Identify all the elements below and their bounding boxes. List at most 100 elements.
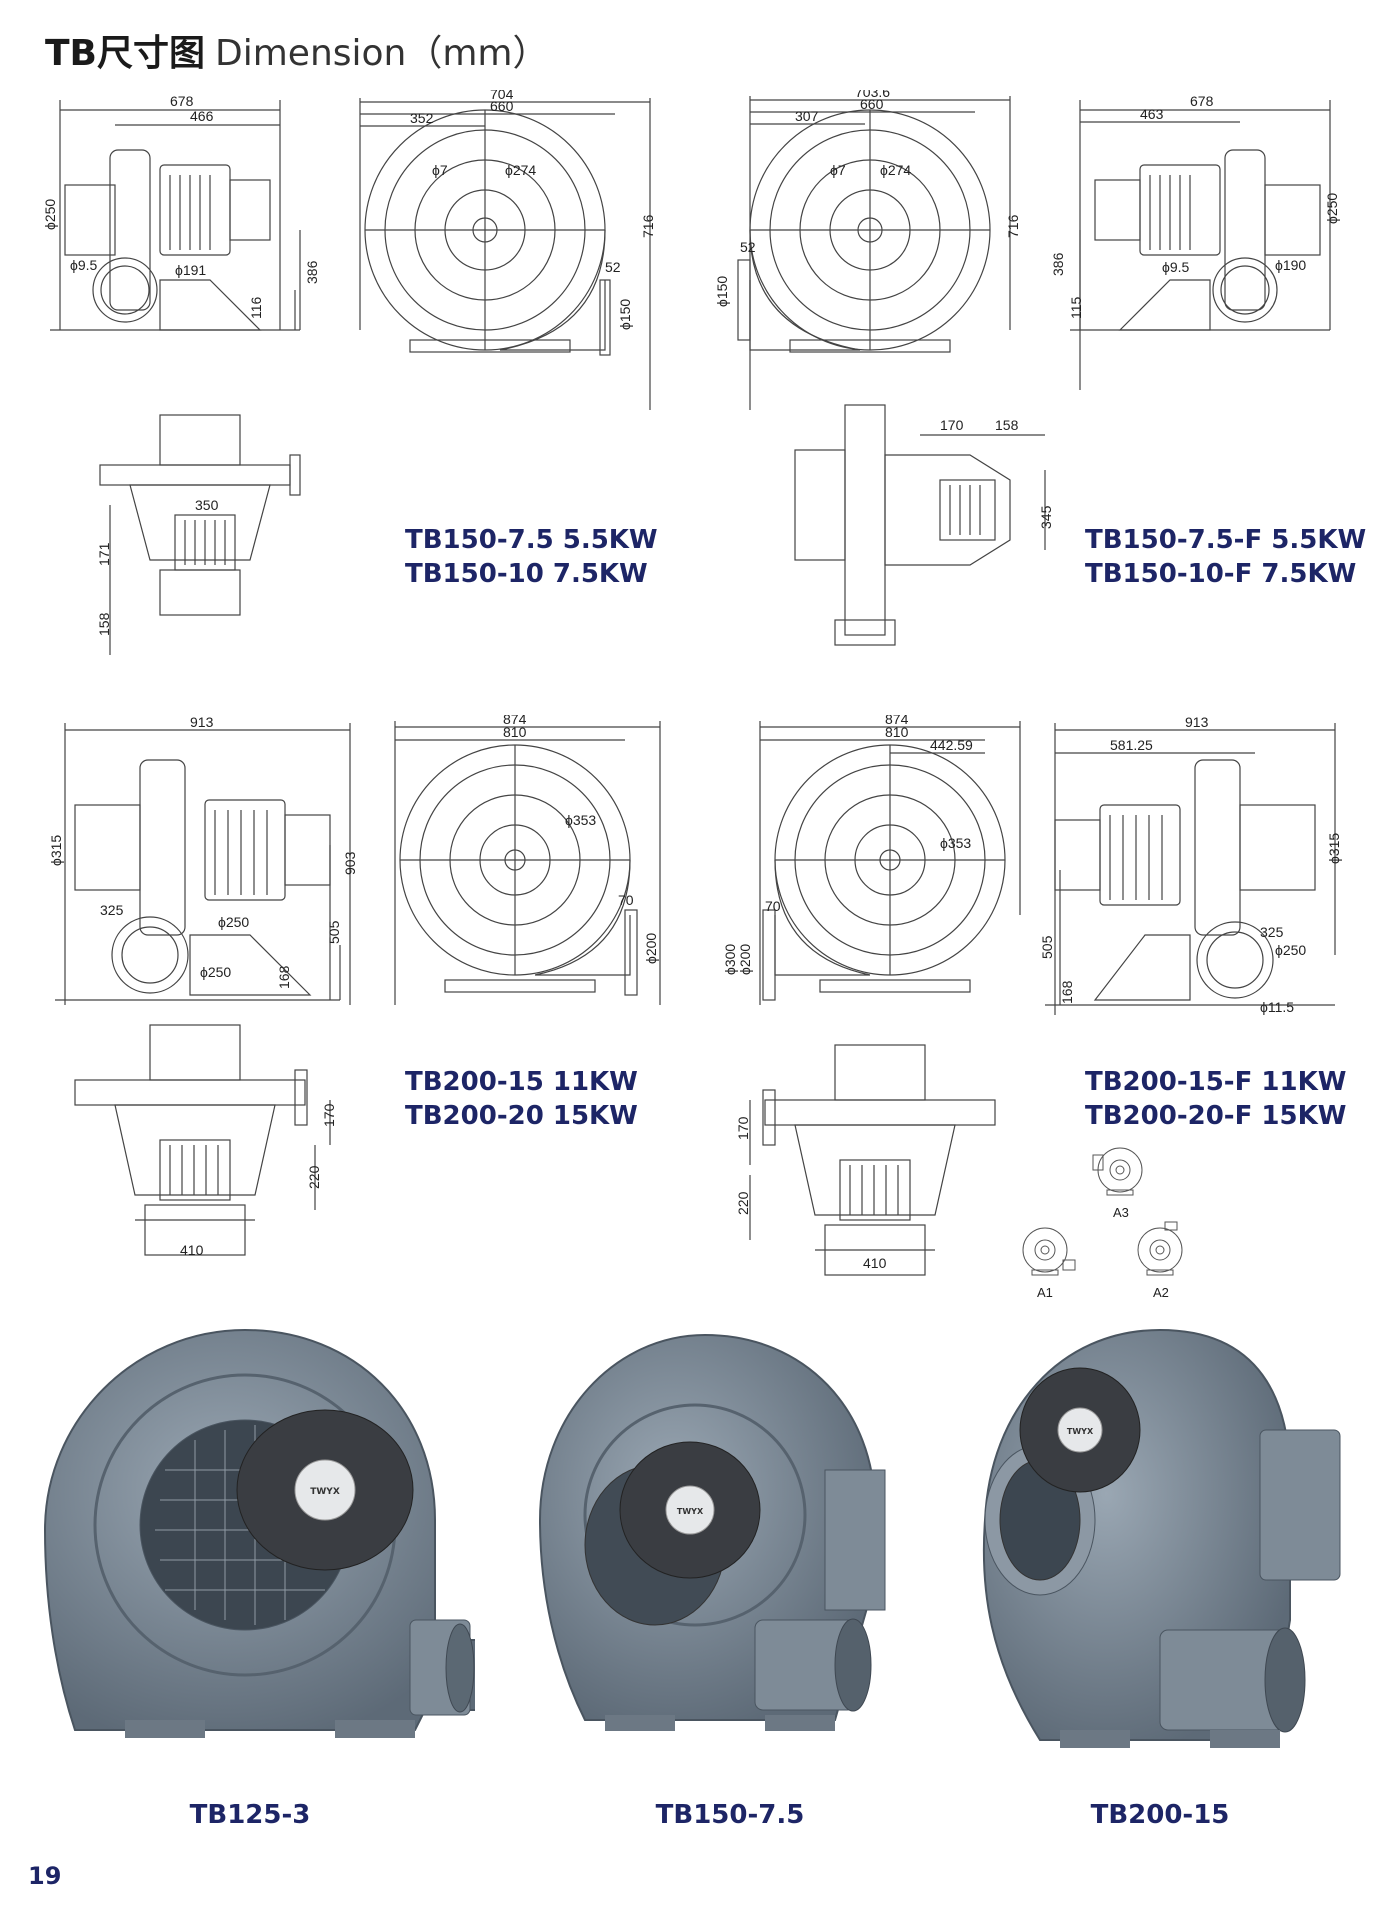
orientation-label-a2: A2 (1153, 1285, 1169, 1300)
dim-70b: 70 (765, 898, 781, 914)
drawing-tb150-top: 350 171 158 (90, 410, 330, 670)
page-number: 19 (28, 1862, 62, 1890)
drawing-tb200-side: 913 ϕ315 325 ϕ250 ϕ250 903 505 168 (40, 715, 370, 1015)
dim-phi250: ϕ250 (42, 199, 58, 230)
model-line-1: TB150-7.5 5.5KW (405, 525, 658, 555)
model-label-tb150: TB150-7.5 5.5KW TB150-10 7.5KW (405, 523, 658, 591)
dim-70: 70 (618, 892, 634, 908)
dim-505: 505 (326, 920, 342, 944)
dim-505b: 505 (1039, 935, 1055, 959)
dim-phi150: ϕ150 (617, 299, 633, 330)
dim-116: 116 (248, 296, 264, 319)
dim-52: 52 (605, 259, 621, 275)
dim-466: 466 (190, 108, 214, 124)
drawing-tb200-front: 874 810 ϕ353 70 ϕ200 (385, 715, 675, 1015)
dim-913b: 913 (1185, 715, 1209, 730)
product-photo-tb200-15: TWYX (970, 1320, 1350, 1770)
drawing-tb200f-top: 170 220 410 (735, 1040, 1015, 1310)
dim-442-59: 442.59 (930, 737, 973, 753)
dim-phi274b: ϕ274 (880, 162, 911, 178)
dim-phi150b: ϕ150 (714, 276, 730, 307)
dim-52b: 52 (740, 239, 756, 255)
dim-874b: 874 (885, 715, 909, 727)
drawing-tb150f-top: 170 158 345 (790, 400, 1060, 660)
model-line-1: TB150-7.5-F 5.5KW (1085, 525, 1367, 555)
model-line-2: TB200-20 15KW (405, 1101, 638, 1131)
dim-810: 810 (503, 724, 527, 740)
dim-325: 325 (100, 902, 124, 918)
dim-581-25: 581.25 (1110, 737, 1153, 753)
dim-716b: 716 (1005, 214, 1021, 238)
dim-220b: 220 (735, 1191, 751, 1215)
model-line-2: TB150-10-F 7.5KW (1085, 559, 1357, 589)
drawing-tb200f-side: 913 581.25 ϕ315 325 ϕ250 ϕ11.5 505 168 (1035, 715, 1350, 1015)
dim-168: 168 (276, 965, 292, 989)
product-caption-tb200-15: TB200-15 (1090, 1800, 1230, 1830)
dim-660b: 660 (860, 96, 884, 112)
product-photo-tb150-7-5: TWYX (535, 1320, 905, 1760)
dim-phi11-5: ϕ11.5 (1260, 999, 1294, 1015)
dim-phi250d: ϕ250 (200, 964, 231, 980)
dim-345: 345 (1038, 505, 1054, 529)
orientation-a2: A2 (1137, 1221, 1183, 1300)
dim-716: 716 (640, 214, 656, 238)
dim-171: 171 (96, 542, 112, 566)
dim-678: 678 (170, 93, 194, 109)
dim-170: 170 (940, 417, 964, 433)
dim-386b: 386 (1050, 252, 1066, 276)
dim-phi315: ϕ315 (48, 835, 64, 866)
dim-704: 704 (490, 90, 514, 102)
model-line-1: TB200-15 11KW (405, 1067, 638, 1097)
dim-410b: 410 (863, 1255, 887, 1271)
drawing-tb150f-side: 678 463 ϕ250 ϕ9.5 ϕ190 386 115 (1040, 90, 1350, 400)
dim-307: 307 (795, 108, 819, 124)
product-caption-tb125-3: TB125-3 (189, 1800, 311, 1830)
dim-hole-b: ϕ9.5 (1162, 259, 1190, 275)
model-line-2: TB200-20-F 15KW (1085, 1101, 1347, 1131)
model-label-tb150f: TB150-7.5-F 5.5KW TB150-10-F 7.5KW (1085, 523, 1366, 591)
title-rest: Dimension（mm） (215, 33, 549, 74)
dim-220: 220 (306, 1165, 322, 1189)
dim-350: 350 (195, 497, 219, 513)
drawing-tb150-side: 678 466 ϕ250 ϕ9.5 ϕ191 386 116 (40, 90, 340, 400)
dim-386: 386 (304, 260, 320, 284)
model-label-tb200: TB200-15 11KW TB200-20 15KW (405, 1065, 638, 1133)
orientation-a3: A3 (1092, 1147, 1143, 1220)
orientation-a1: A1 (1022, 1227, 1076, 1300)
orientation-diagrams: A3 A1 A2 (1015, 1140, 1215, 1310)
dim-phi200b: ϕ200 (737, 944, 753, 975)
dim-660: 660 (490, 98, 514, 114)
dim-hole: ϕ9.5 (70, 257, 98, 273)
dim-phi250b: ϕ250 (1324, 193, 1340, 224)
model-line-2: TB150-10 7.5KW (405, 559, 648, 589)
title-bold: TB尺寸图 (45, 33, 205, 74)
dim-703-6: 703.6 (855, 90, 890, 100)
dim-phi353: ϕ353 (565, 812, 596, 828)
model-line-1: TB200-15-F 11KW (1085, 1067, 1347, 1097)
dim-phi7: ϕ7 (432, 162, 448, 178)
product-badge: TWYX (310, 1487, 340, 1497)
dim-phi7b: ϕ7 (830, 162, 846, 178)
product-photo-tb125-3: TWYX (35, 1310, 475, 1770)
dim-115: 115 (1068, 296, 1084, 319)
dim-170c: 170 (321, 1103, 337, 1127)
dim-phi250e: ϕ250 (1275, 942, 1306, 958)
dim-phi191: ϕ191 (175, 262, 206, 278)
dim-903: 903 (342, 851, 358, 875)
dim-678b: 678 (1190, 93, 1214, 109)
orientation-label-a1: A1 (1037, 1285, 1053, 1300)
product-badge: TWYX (677, 1507, 704, 1516)
dim-phi200: ϕ200 (643, 933, 659, 964)
drawing-tb200f-front: 874 810 442.59 ϕ353 70 ϕ300 ϕ200 (720, 715, 1030, 1015)
dim-phi353b: ϕ353 (940, 835, 971, 851)
dim-phi315b: ϕ315 (1326, 833, 1342, 864)
dim-158b: 158 (995, 417, 1019, 433)
dim-325b: 325 (1260, 924, 1284, 940)
drawing-tb200-top: 170 220 410 (65, 1020, 355, 1290)
dim-913: 913 (190, 715, 214, 730)
dim-410: 410 (180, 1242, 204, 1258)
dim-352: 352 (410, 110, 434, 126)
product-caption-tb150-7-5: TB150-7.5 (655, 1800, 805, 1830)
model-label-tb200f: TB200-15-F 11KW TB200-20-F 15KW (1085, 1065, 1346, 1133)
